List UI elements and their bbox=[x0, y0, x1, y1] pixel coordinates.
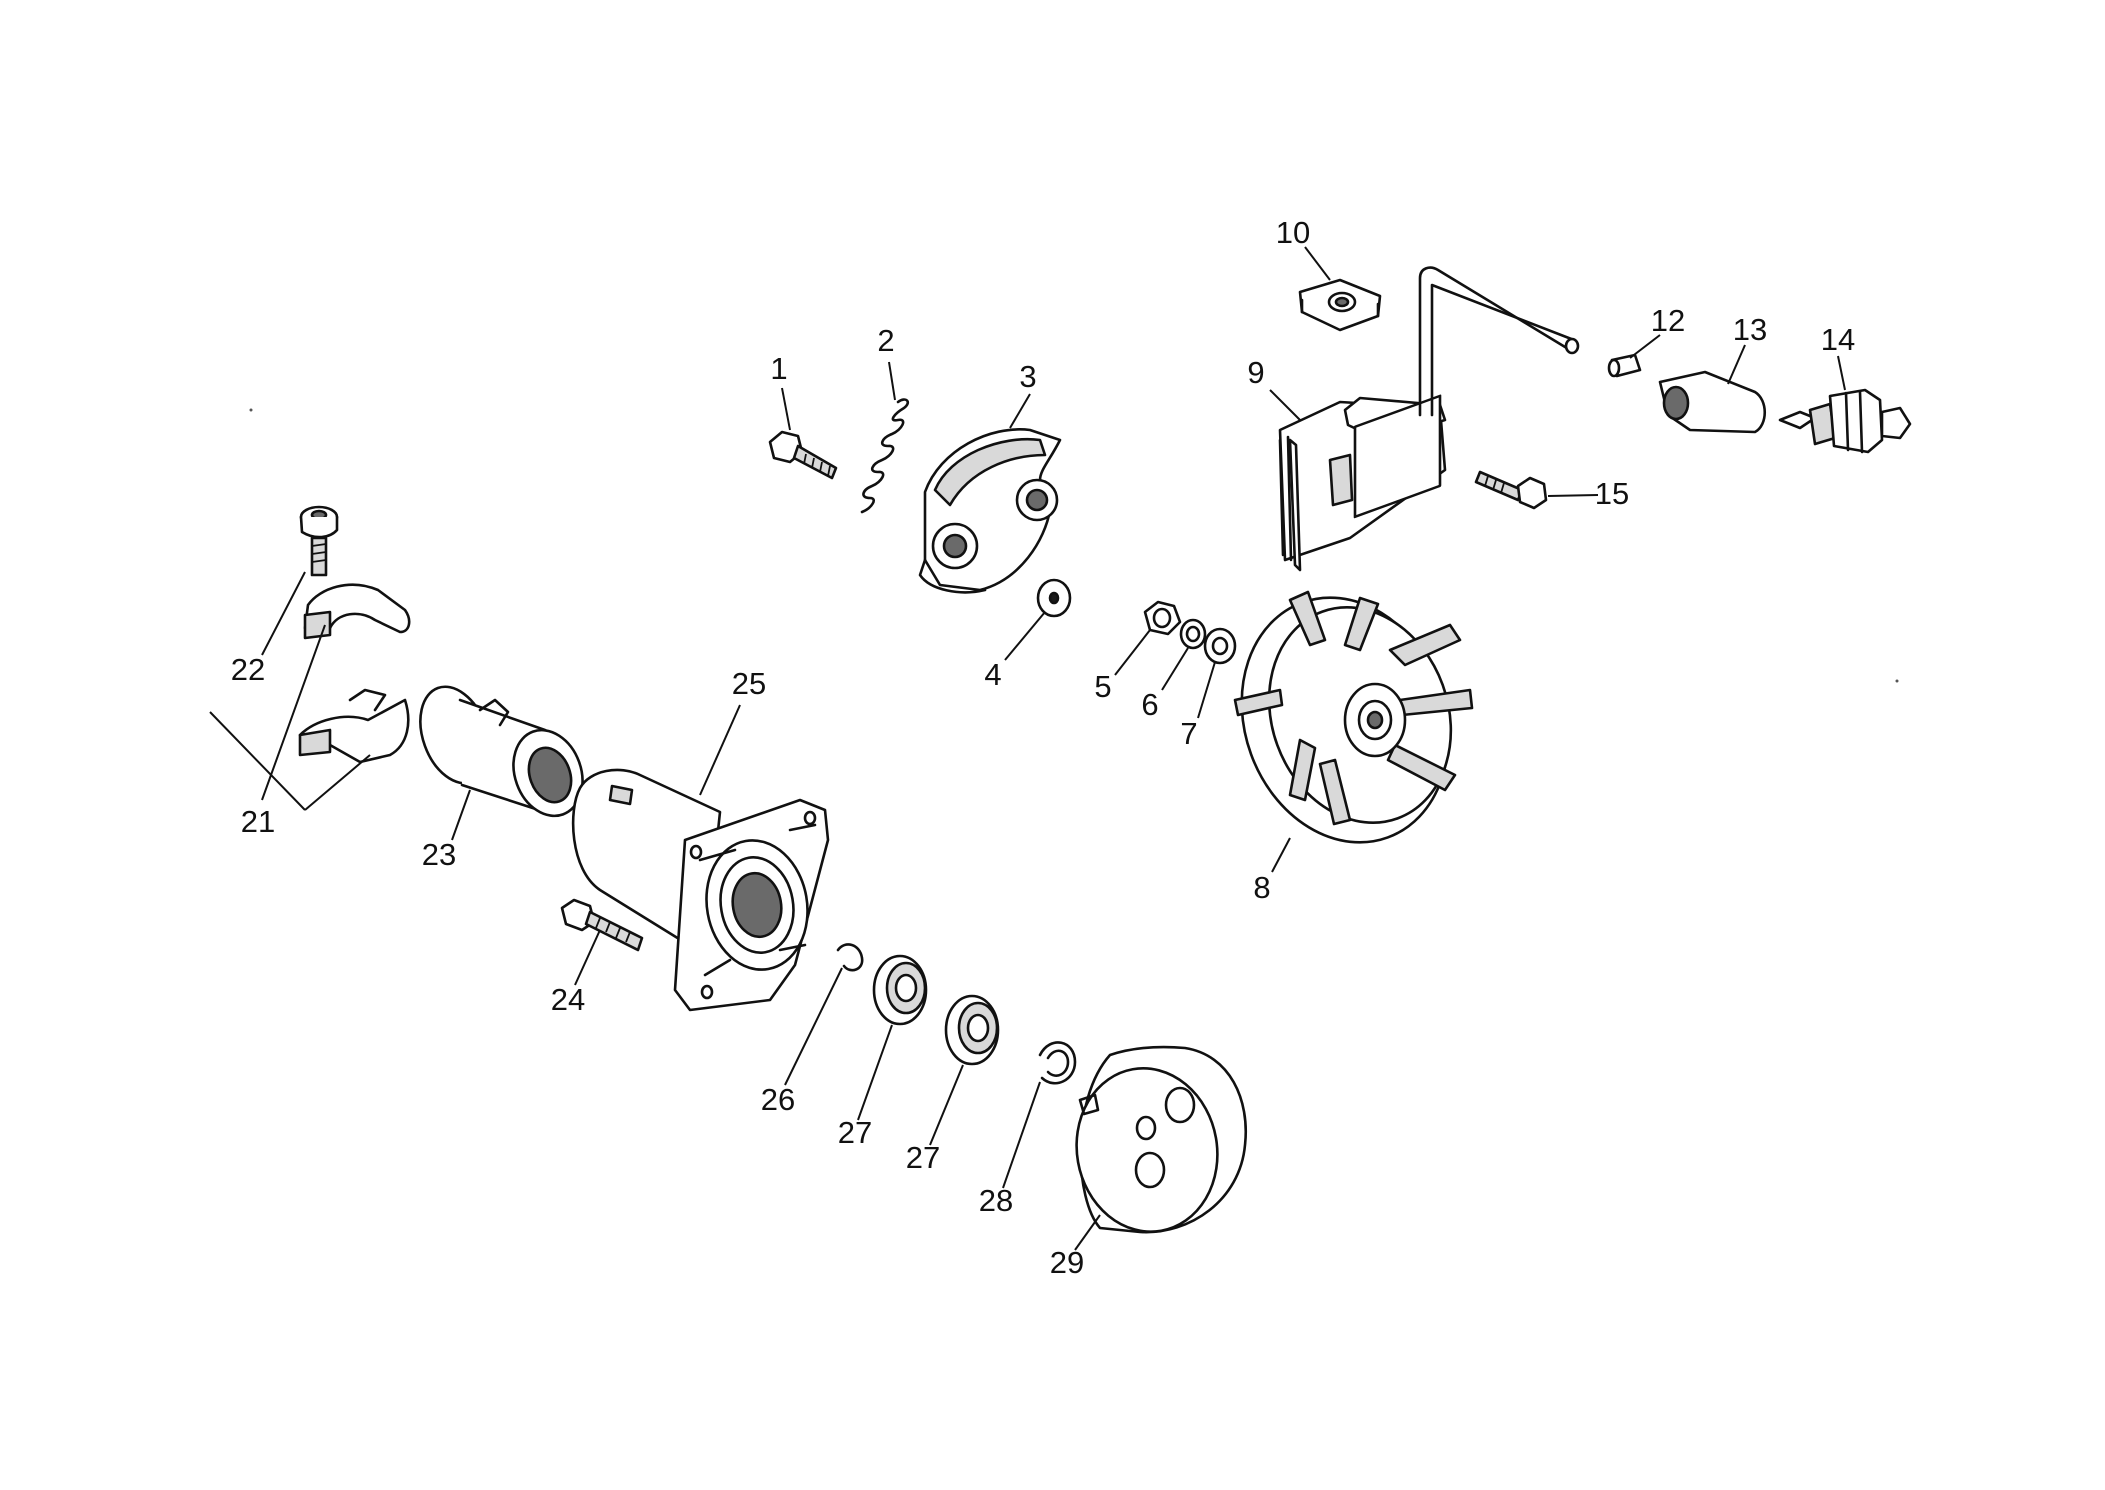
callout-8: 8 bbox=[1253, 870, 1270, 905]
callout-6: 6 bbox=[1141, 687, 1158, 722]
part-6-spring-washer bbox=[1179, 618, 1207, 650]
callout-24: 24 bbox=[551, 982, 585, 1017]
part-5-nut bbox=[1143, 600, 1182, 636]
part-24-bolt bbox=[560, 898, 644, 952]
part-4-washer bbox=[1036, 578, 1072, 618]
part-27-bearing-a bbox=[872, 954, 928, 1026]
callout-2: 2 bbox=[877, 323, 894, 358]
callout-26: 26 bbox=[761, 1082, 795, 1117]
callout-3: 3 bbox=[1019, 359, 1036, 394]
part-15-screw bbox=[1474, 470, 1548, 510]
part-14-spark-plug bbox=[1778, 388, 1912, 454]
scan-speck bbox=[1895, 679, 1899, 683]
callout-4: 4 bbox=[984, 657, 1001, 692]
part-12-connector bbox=[1607, 353, 1642, 378]
callout-23: 23 bbox=[422, 837, 456, 872]
callout-14: 14 bbox=[1821, 322, 1855, 357]
part-1-bolt bbox=[768, 430, 838, 480]
part-21-clamp bbox=[298, 583, 411, 764]
callout-27a: 27 bbox=[838, 1115, 872, 1150]
part-9-ignition-coil bbox=[1278, 266, 1580, 572]
part-25-clutch-housing bbox=[571, 768, 830, 1012]
callout-13: 13 bbox=[1733, 312, 1767, 347]
callout-28: 28 bbox=[979, 1183, 1013, 1218]
part-26-circlip bbox=[836, 943, 864, 972]
callout-22: 22 bbox=[231, 652, 265, 687]
part-2-spring bbox=[860, 398, 910, 514]
part-13-plug-cap bbox=[1658, 370, 1767, 434]
part-27-bearing-b bbox=[944, 994, 1000, 1066]
part-23-bushing bbox=[419, 685, 584, 818]
part-22-bolt bbox=[299, 505, 339, 577]
scan-speck bbox=[249, 408, 253, 412]
part-7-washer bbox=[1203, 627, 1237, 665]
callout-7: 7 bbox=[1180, 716, 1197, 751]
callout-25: 25 bbox=[732, 666, 766, 701]
callout-12: 12 bbox=[1651, 303, 1685, 338]
callout-10: 10 bbox=[1276, 215, 1310, 250]
callout-27b: 27 bbox=[906, 1140, 940, 1175]
callout-labels: 1 2 3 4 5 6 7 8 9 10 12 13 14 15 22 21 2… bbox=[231, 215, 1855, 1280]
part-10-grommet bbox=[1298, 278, 1382, 332]
part-8-flywheel bbox=[1233, 590, 1474, 844]
callout-21: 21 bbox=[241, 804, 275, 839]
callout-5: 5 bbox=[1094, 669, 1111, 704]
callout-9: 9 bbox=[1247, 355, 1264, 390]
callout-15: 15 bbox=[1595, 476, 1629, 511]
part-29-clutch-drum bbox=[1075, 1045, 1248, 1234]
part-3-clutch-assembly bbox=[918, 428, 1062, 594]
part-28-snap-ring bbox=[1038, 1041, 1077, 1085]
callout-1: 1 bbox=[770, 351, 787, 386]
leader-lines bbox=[209, 246, 1846, 1251]
callout-29: 29 bbox=[1050, 1245, 1084, 1280]
